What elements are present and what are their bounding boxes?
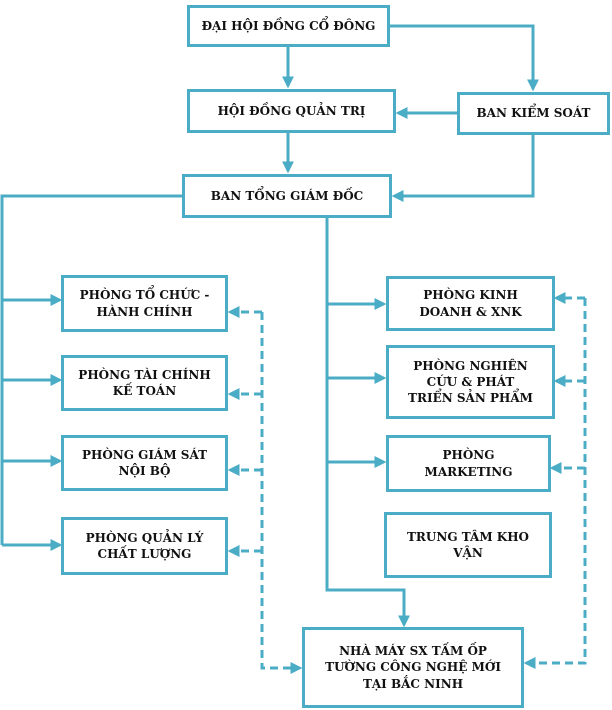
box-label-line: PHÒNG TÀI CHÍNH [78, 367, 211, 382]
finance-box: PHÒNG TÀI CHÍNH KẾ TOÁN [61, 355, 228, 411]
audit-box: PHÒNG GIÁM SÁT NỘI BỘ [61, 435, 228, 491]
quality-box: PHÒNG QUẢN LÝ CHẤT LƯỢNG [61, 517, 228, 575]
box-label: PHÒNG QUẢN LÝ CHẤT LƯỢNG [86, 530, 204, 562]
box-label-line: CỨU & PHÁT [426, 374, 515, 389]
box-label-line: BAN TỔNG GIÁM ĐỐC [210, 188, 364, 203]
box-label: BAN TỔNG GIÁM ĐỐC [211, 188, 364, 204]
box-label-line: MARKETING [424, 464, 513, 479]
logistics-box: TRUNG TÂM KHO VẬN [384, 512, 552, 578]
box-label-line: NHÀ MÁY SX TẤM ỐP [339, 644, 487, 659]
box-label-line: TẠI BẮC NINH [362, 676, 464, 691]
box-label-line: KẾ TOÁN [112, 384, 177, 398]
hr-admin-box: PHÒNG TỔ CHỨC -HÀNH CHÍNH [61, 275, 228, 332]
box-label-line: CHẤT LƯỢNG [97, 547, 192, 561]
box-label: ĐẠI HỘI ĐỒNG CỔ ĐÔNG [202, 18, 376, 34]
board-box: HỘI ĐỒNG QUẢN TRỊ [187, 89, 396, 133]
box-label-line: TRIỂN SẢN PHẨM [408, 391, 533, 406]
dashed-right-bus [523, 298, 587, 669]
box-label: PHÒNG TỔ CHỨC -HÀNH CHÍNH [80, 287, 210, 319]
box-label-line: PHÒNG GIÁM SÁT [81, 447, 208, 462]
line-shareholders-supervisory [390, 24, 539, 92]
box-label: TRUNG TÂM KHO VẬN [407, 529, 529, 561]
box-label-line: ĐẠI HỘI ĐỒNG CỔ ĐÔNG [201, 18, 376, 33]
box-label: PHÒNG GIÁM SÁT NỘI BỘ [82, 447, 207, 479]
box-label-line: PHÒNG [442, 448, 495, 463]
box-label: PHÒNG TÀI CHÍNH KẾ TOÁN [78, 367, 210, 399]
box-label-line: PHÒNG KINH [423, 288, 518, 303]
supervisory-box: BAN KIỂM SOÁT [457, 92, 610, 135]
line-supervisory-ceo [391, 135, 535, 202]
shareholders-box: ĐẠI HỘI ĐỒNG CỔ ĐÔNG [187, 5, 390, 47]
box-label-line: HỘI ĐỒNG QUẢN TRỊ [217, 103, 366, 118]
box-label-line: PHÒNG TỔ CHỨC - [79, 288, 210, 303]
box-label-line: TRUNG TÂM KHO [406, 529, 530, 544]
box-label-line: PHÒNG QUẢN LÝ [85, 530, 204, 545]
box-label-line: BAN KIỂM SOÁT [476, 106, 591, 121]
box-label-line: PHÒNG NGHIÊN [413, 358, 528, 373]
box-label: BAN KIỂM SOÁT [477, 105, 591, 121]
box-label: HỘI ĐỒNG QUẢN TRỊ [218, 103, 366, 119]
box-label-line: HÀNH CHÍNH [96, 304, 193, 319]
box-label-line: NỘI BỘ [118, 464, 171, 478]
box-label-line: DOANH & XNK [419, 304, 522, 319]
box-label-line: TƯỜNG CÔNG NGHỆ MỚI [325, 660, 501, 675]
box-label-line: VẬN [453, 546, 483, 560]
line-right-trunk [325, 218, 410, 628]
ceo-box: BAN TỔNG GIÁM ĐỐC [182, 174, 392, 218]
dashed-left-bus [260, 312, 303, 674]
line-left-trunk [0, 194, 182, 545]
